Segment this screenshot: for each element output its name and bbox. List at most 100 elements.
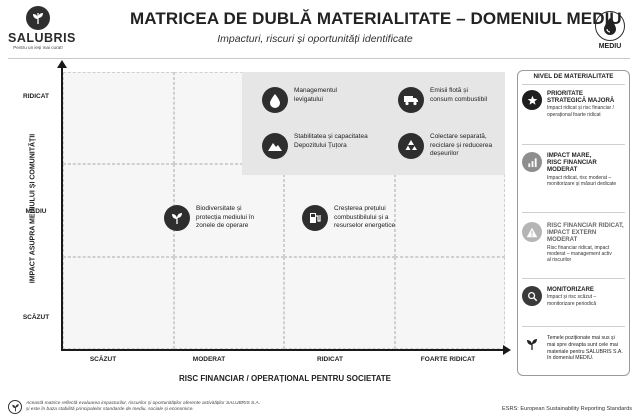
- legend-note-line: materiale pentru SALUBRIS S.A.: [547, 348, 623, 355]
- topic-fuel-price: Creșterea prețului combustibilului și a …: [302, 205, 395, 231]
- legend-heading-line: STRATEGICĂ MAJORĂ: [547, 97, 615, 105]
- y-axis-arrow-icon: [57, 60, 67, 68]
- star-badge-icon: [522, 90, 542, 110]
- legend-description-line: moderat – management activ: [547, 251, 612, 258]
- grid-cell: [63, 256, 174, 349]
- legend-note-line: mai spre dreapta sunt cele mai: [547, 341, 618, 348]
- header-divider: [8, 58, 630, 59]
- topic-label-line: consum combustibil: [430, 95, 488, 103]
- legend-divider: [522, 278, 625, 279]
- page-subtitle: Impacturi, riscuri și oportunități ident…: [217, 33, 413, 45]
- grid-cell: [173, 164, 284, 257]
- topic-leachate-management: Managementul levigatului: [262, 87, 337, 113]
- legend-item-high-impact: IMPACT MARE, RISC FINANCIAR MODERAT Impa…: [522, 152, 628, 187]
- topic-label-line: Depozitului Țuțora: [294, 141, 347, 149]
- x-axis-line: [61, 349, 505, 351]
- x-level-very-high: FOARTE RIDICAT: [420, 356, 476, 363]
- page-title: MATRICEA DE DUBLĂ MATERIALITATE – DOMENI…: [130, 9, 622, 28]
- legend-heading-line: PRIORITATE: [547, 90, 583, 97]
- grid-cell: [284, 256, 395, 349]
- topic-label-line: zonele de operare: [196, 222, 249, 229]
- topic-label-line: Emisii flotă și: [430, 87, 468, 94]
- legend-divider: [522, 326, 625, 327]
- legend-description-line: operațional foarte ridicat: [547, 111, 601, 118]
- grid-cell: [284, 164, 395, 257]
- legend-item-major-priority: PRIORITATE STRATEGICĂ MAJORĂ Impact ridi…: [522, 90, 628, 118]
- x-level-low: SCĂZUT: [89, 356, 117, 363]
- topic-label-line: levigatului: [294, 95, 323, 103]
- leaf-icon: [8, 400, 22, 414]
- grid-cell: [63, 164, 174, 257]
- y-level-high: RIDICAT: [23, 93, 49, 100]
- topic-label-line: protecția mediului în: [196, 213, 255, 221]
- footer-note-line: Această matrice reflectă evaluarea impac…: [26, 401, 261, 406]
- priority-zone: [242, 72, 505, 175]
- legend-description-line: monitorizare și măsuri dedicate: [547, 181, 617, 188]
- water-drop-icon: [595, 11, 625, 41]
- legend-title: NIVEL DE MATERIALITATE: [533, 73, 614, 80]
- x-level-high: RIDICAT: [317, 356, 343, 363]
- topic-label-line: deșeurilor: [430, 150, 459, 157]
- truck-icon: [398, 87, 424, 113]
- legend-description-line: al riscurilor: [547, 257, 572, 264]
- topic-biodiversity: Biodiversitate și protecția mediului în …: [164, 205, 254, 231]
- topic-label-line: combustibilului și a: [334, 213, 389, 221]
- legend-description-line: Impact și risc scăzut –: [547, 294, 597, 301]
- topic-label-line: Colectare separată,: [430, 133, 487, 140]
- legend-description-line: Impact ridicat, risc moderat –: [547, 174, 612, 181]
- recycle-icon: [398, 133, 424, 159]
- topic-landfill-stability: Stabilitatea și capacitatea Depozitului …: [262, 133, 368, 159]
- grid-cell: [173, 256, 284, 349]
- y-level-medium: MEDIU: [25, 208, 47, 215]
- topic-label-line: Managementul: [294, 87, 337, 94]
- footer-note: Această matrice reflectă evaluarea impac…: [26, 401, 366, 412]
- topic-separate-collection: Colectare separată, reciclare și reducer…: [398, 133, 492, 159]
- warning-icon: [522, 222, 542, 242]
- legend-note-line: Temele poziționate mai sus și: [547, 335, 615, 341]
- x-axis-arrow-icon: [503, 345, 511, 355]
- plant-icon: [522, 334, 542, 354]
- fuel-pump-icon: [302, 205, 328, 231]
- water-drop-icon: [262, 87, 288, 113]
- topic-label-line: resurselor energetice: [334, 222, 396, 229]
- x-axis-title: RISC FINANCIAR / OPERAȚIONAL PENTRU SOCI…: [178, 374, 391, 383]
- topic-fleet-emissions: Emisii flotă și consum combustibil: [398, 87, 487, 113]
- brand-logo: SALUBRIS Pentru un ieși mai curat!: [8, 6, 76, 50]
- legend-heading-line: IMPACT MARE,: [547, 152, 592, 159]
- topic-label-line: Creșterea prețului: [334, 205, 386, 212]
- y-axis-title: IMPACT ASUPRA MEDIULUI ȘI COMUNITĂȚII: [29, 133, 37, 284]
- y-level-low: SCĂZUT: [22, 314, 50, 321]
- grid-cell: [63, 72, 174, 165]
- legend-divider: [522, 212, 625, 213]
- topic-label-line: Stabilitatea și capacitatea: [294, 133, 368, 140]
- legend-divider: [522, 84, 625, 85]
- legend-note-line: în domeniul MEDIU.: [547, 355, 594, 362]
- bar-chart-icon: [522, 152, 542, 172]
- plant-icon: [164, 205, 190, 231]
- legend-heading-line: RISC FINANCIAR: [547, 159, 597, 167]
- legend-divider: [522, 144, 625, 145]
- legend-item-monitoring: MONITORIZARE Impact și risc scăzut – mon…: [522, 286, 628, 307]
- y-axis-line: [61, 64, 63, 350]
- legend-description-line: Risc financiar ridicat, impact: [547, 244, 610, 251]
- topic-label-line: Biodiversitate și: [196, 205, 242, 212]
- legend-heading-line: IMPACT EXTERN MODERAT: [547, 229, 597, 244]
- legend-description-line: monitorizare periodică: [547, 300, 597, 307]
- magnifier-icon: [522, 286, 542, 306]
- leaf-logo-icon: [26, 6, 50, 30]
- domain-badge: MEDIU: [592, 11, 628, 50]
- grid-cell: [394, 164, 505, 257]
- legend-note: Temele poziționate mai sus și mai spre d…: [522, 334, 628, 362]
- domain-label: MEDIU: [598, 43, 622, 50]
- footer-note-line: și este în baza stabilită principalelor …: [26, 406, 194, 412]
- legend-description-line: Impact ridicat și risc financiar /: [547, 105, 614, 112]
- grid-cell: [394, 256, 505, 349]
- landfill-icon: [262, 133, 288, 159]
- x-level-moderate: MODERAT: [192, 356, 226, 363]
- legend-heading-line: MODERAT: [547, 166, 578, 174]
- brand-tagline: Pentru un ieși mai curat!: [13, 45, 63, 50]
- legend-heading-line: RISC FINANCIAR RIDICAT,: [547, 222, 624, 229]
- topic-label-line: reciclare și reducerea: [430, 141, 493, 149]
- legend-heading-line: MONITORIZARE: [547, 286, 594, 293]
- brand-name: SALUBRIS: [8, 31, 76, 45]
